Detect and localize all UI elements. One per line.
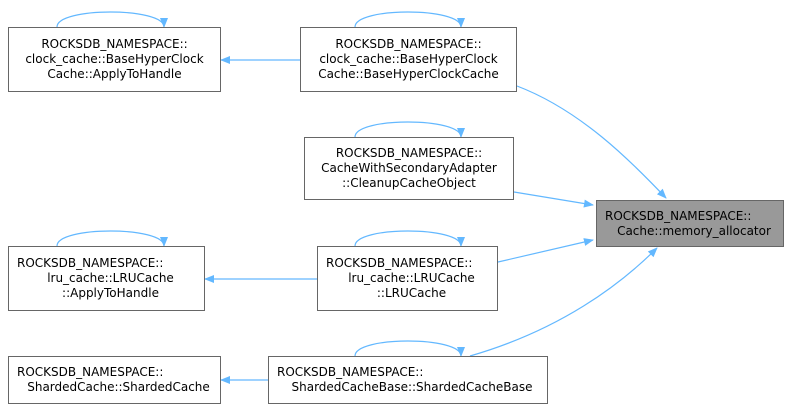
node-line: clock_cache::BaseHyperClock [25, 52, 204, 66]
node-line: ROCKSDB_NAMESPACE:: [335, 37, 482, 51]
node-line: ShardedCache::ShardedCache [27, 380, 210, 394]
node-line: ShardedCacheBase::ShardedCacheBase [291, 380, 533, 394]
node-line: lru_cache::LRUCache [47, 271, 174, 285]
node-lru-cache-constructor[interactable]: ROCKSDB_NAMESPACE:: lru_cache::LRUCache … [317, 246, 498, 311]
node-sharded-cache-base-constructor[interactable]: ROCKSDB_NAMESPACE:: ShardedCacheBase::Sh… [268, 356, 548, 404]
node-line: Cache::ApplyToHandle [47, 67, 182, 81]
node-lru-cache-apply-to-handle[interactable]: ROCKSDB_NAMESPACE:: lru_cache::LRUCache … [8, 246, 205, 311]
node-line: ROCKSDB_NAMESPACE:: [17, 256, 164, 270]
node-line: ::CleanupCacheObject [342, 176, 476, 190]
node-line: clock_cache::BaseHyperClock [319, 52, 498, 66]
self-loop-edge [56, 230, 168, 247]
node-line: CacheWithSecondaryAdapter [321, 161, 497, 175]
self-loop-edge [56, 11, 168, 28]
node-line: lru_cache::LRUCache [348, 271, 475, 285]
call-edge [513, 191, 594, 208]
call-edge [497, 238, 594, 263]
call-edge [516, 85, 667, 199]
node-line: ROCKSDB_NAMESPACE:: [335, 146, 483, 160]
node-line: Cache::memory_allocator [617, 223, 771, 238]
node-cache-memory-allocator[interactable]: ROCKSDB_NAMESPACE:: Cache::memory_alloca… [596, 200, 784, 247]
node-line: Cache::BaseHyperClockCache [318, 67, 499, 81]
self-loop-edge [354, 230, 465, 247]
node-line: ROCKSDB_NAMESPACE:: [277, 365, 424, 379]
node-cache-with-secondary-adapter-cleanup[interactable]: ROCKSDB_NAMESPACE:: CacheWithSecondaryAd… [304, 137, 514, 200]
self-loop-edge [354, 11, 465, 28]
call-edge [469, 247, 658, 357]
node-base-hyper-clock-cache-apply-to-handle[interactable]: ROCKSDB_NAMESPACE:: clock_cache::BaseHyp… [8, 27, 221, 92]
node-line: ROCKSDB_NAMESPACE:: [326, 256, 473, 270]
node-line: ROCKSDB_NAMESPACE:: [41, 37, 188, 51]
node-sharded-cache-constructor[interactable]: ROCKSDB_NAMESPACE:: ShardedCache::Sharde… [8, 356, 221, 404]
node-base-hyper-clock-cache-constructor[interactable]: ROCKSDB_NAMESPACE:: clock_cache::BaseHyp… [300, 27, 517, 92]
node-line: ::ApplyToHandle [62, 286, 159, 300]
self-loop-edge [354, 340, 465, 357]
self-loop-edge [354, 121, 465, 138]
node-line: ROCKSDB_NAMESPACE:: [605, 208, 752, 223]
node-line: ROCKSDB_NAMESPACE:: [17, 365, 164, 379]
node-line: ::LRUCache [376, 286, 447, 300]
